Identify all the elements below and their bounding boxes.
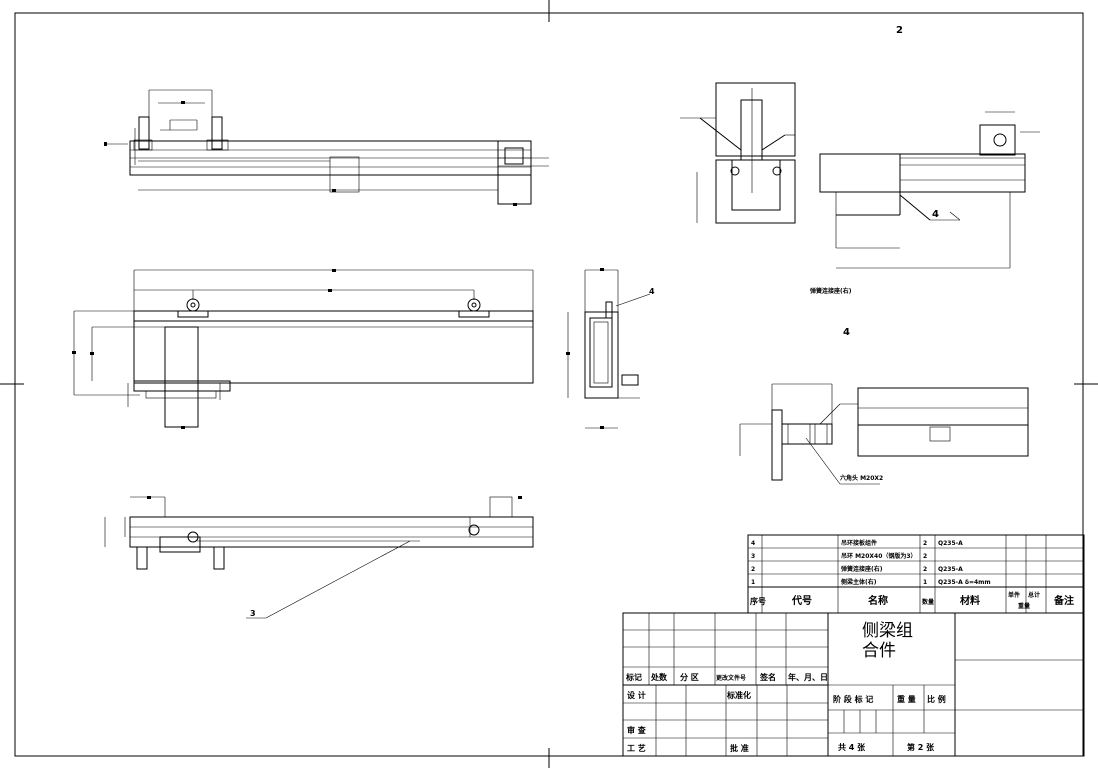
- rev-date: 年、月、日: [788, 672, 828, 682]
- rev-zone: 分 区: [680, 672, 699, 682]
- detail-4-label: 4: [843, 327, 850, 338]
- bom-no: 3: [751, 553, 755, 560]
- sheet-border: [14, 12, 1084, 757]
- bom-header-name: 名称: [868, 594, 888, 607]
- drawing-title-line2: 合件: [862, 641, 896, 661]
- process-label: 工 艺: [627, 743, 646, 753]
- total-sheets: 共 4 张: [838, 742, 866, 752]
- page-number: 2: [896, 25, 903, 36]
- balloon-4-side: 4: [649, 287, 655, 296]
- bottom-view: [104, 496, 534, 619]
- bom-header-weight: 重量: [1018, 602, 1030, 610]
- bom-row: 2 弹簧连接座(右) 2 Q235-A: [751, 565, 963, 573]
- detail-view-2: 弹簧连接座(右): [680, 82, 1040, 295]
- title-block: [622, 612, 1085, 757]
- bom-no: 4: [751, 540, 755, 547]
- rev-mark: 标记: [625, 672, 642, 682]
- bom-name: 弹簧连接座(右): [841, 565, 883, 573]
- bom-material: Q235-A δ=4mm: [938, 579, 991, 586]
- bom-row: 4 吊环接板组件 2 Q235-A: [751, 539, 963, 547]
- balloon-4-detail: 4: [932, 209, 939, 220]
- bom-header-material: 材料: [960, 594, 980, 607]
- bom-name: 侧梁主体(右): [841, 578, 877, 586]
- bom-material: Q235-A: [938, 566, 963, 573]
- sheet-number: 第 2 张: [907, 742, 935, 752]
- approve-label: 批 准: [730, 743, 749, 753]
- scale-label: 比 例: [927, 694, 946, 704]
- hex-head-note: 六角头 M20X2: [840, 474, 883, 482]
- check-label: 审 查: [627, 725, 647, 735]
- bom-name: 吊环接板组件: [841, 539, 877, 547]
- bom-header-code: 代号: [791, 594, 812, 607]
- bom-qty: 2: [923, 553, 927, 560]
- rev-count: 处数: [650, 672, 668, 682]
- detail-2-caption: 弹簧连接座(右): [810, 287, 852, 295]
- bom-material: Q235-A: [938, 540, 963, 547]
- front-view: [72, 269, 534, 429]
- bom-header-qty: 数量: [922, 598, 934, 606]
- stage-mark-label: 阶 段 标 记: [833, 694, 873, 704]
- bom-header-remark: 备注: [1053, 594, 1074, 607]
- standardize-label: 标准化: [726, 690, 751, 700]
- rev-doc-no: 更改文件号: [716, 674, 746, 682]
- bom-no: 1: [751, 579, 755, 586]
- design-label: 设 计: [627, 690, 646, 700]
- bom-row: 3 吊环 M20X40（钢版为3） 2: [751, 552, 927, 560]
- weight-label: 重 量: [897, 694, 916, 704]
- side-section-view: [566, 268, 651, 429]
- bom-header: 序号 代号 名称 数量 材料 单件 总计 重量 备注: [750, 591, 1074, 610]
- bom-qty: 1: [923, 579, 927, 586]
- bom-row: 1 侧梁主体(右) 1 Q235-A δ=4mm: [751, 578, 991, 586]
- revision-header: 标记 处数 分 区 更改文件号 签名 年、月、日: [625, 672, 828, 682]
- top-view: [104, 89, 549, 206]
- drawing-title-line1: 侧梁组: [862, 621, 913, 641]
- bom-table: [747, 534, 1085, 614]
- balloon-3: 3: [250, 609, 256, 618]
- bom-header-no: 序号: [750, 596, 766, 606]
- bom-header-total: 总计: [1028, 591, 1040, 599]
- bom-header-unit: 单件: [1008, 591, 1020, 599]
- bom-qty: 2: [923, 566, 927, 573]
- bom-name: 吊环 M20X40（钢版为3）: [841, 552, 917, 560]
- bom-rows: 4 吊环接板组件 2 Q235-A 3 吊环 M20X40（钢版为3） 2 2 …: [751, 539, 991, 586]
- bom-qty: 2: [923, 540, 927, 547]
- rev-signature: 签名: [759, 672, 776, 682]
- detail-view-4: 六角头 M20X2: [739, 383, 1029, 485]
- bom-no: 2: [751, 566, 755, 573]
